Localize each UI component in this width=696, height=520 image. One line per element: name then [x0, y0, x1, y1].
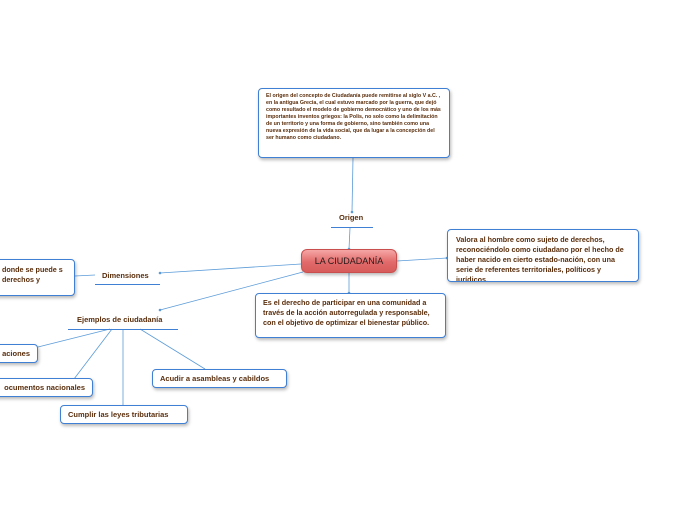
link-central-ejemplos: [159, 271, 304, 311]
link-central-origen: [348, 227, 351, 250]
link-central-dimensiones: [159, 263, 302, 274]
ejemplo-item-4-label: Acudir a asambleas y cabildos: [160, 374, 270, 383]
derecho-description[interactable]: Es el derecho de participar en una comun…: [255, 293, 446, 338]
ejemplo-item-1[interactable]: aciones: [0, 344, 38, 363]
ejemplos-label[interactable]: Ejemplos de ciudadanía: [77, 315, 163, 324]
origen-underline: [331, 227, 373, 228]
dimensiones-label[interactable]: Dimensiones: [102, 271, 149, 280]
derecho-description-text: Es el derecho de participar en una comun…: [263, 298, 430, 327]
ejemplo-item-3[interactable]: Cumplir las leyes tributarias: [60, 405, 188, 424]
dimensiones-underline: [95, 284, 160, 285]
dimensiones-description-text: donde se puede s derechos y: [2, 265, 63, 284]
ejemplo-item-2-label: ocumentos nacionales: [4, 383, 85, 392]
link-central-valora: [396, 257, 448, 262]
ejemplo-item-4[interactable]: Acudir a asambleas y cabildos: [152, 369, 287, 388]
link-origen-text: [351, 157, 354, 213]
ejemplo-item-3-label: Cumplir las leyes tributarias: [68, 410, 169, 419]
origen-description[interactable]: El origen del concepto de Ciudadanía pue…: [258, 88, 450, 158]
ejemplo-item-2[interactable]: ocumentos nacionales: [0, 378, 93, 397]
central-topic[interactable]: LA CIUDADANÍA: [301, 249, 397, 273]
dimensiones-description[interactable]: donde se puede s derechos y: [0, 259, 75, 296]
ejemplos-underline: [68, 329, 178, 330]
ejemplo-item-1-label: aciones: [2, 349, 30, 358]
link-ejemplos-item-1: [37, 328, 111, 348]
link-dimensiones-text: [74, 274, 96, 277]
origen-label[interactable]: Origen: [339, 213, 364, 222]
valora-description-text: Valora al hombre como sujeto de derechos…: [456, 235, 624, 282]
valora-description[interactable]: Valora al hombre como sujeto de derechos…: [447, 229, 639, 282]
link-ejemplos-item-2: [73, 328, 113, 380]
origen-description-text: El origen del concepto de Ciudadanía pue…: [266, 93, 441, 141]
link-ejemplos-item-4: [139, 328, 206, 370]
